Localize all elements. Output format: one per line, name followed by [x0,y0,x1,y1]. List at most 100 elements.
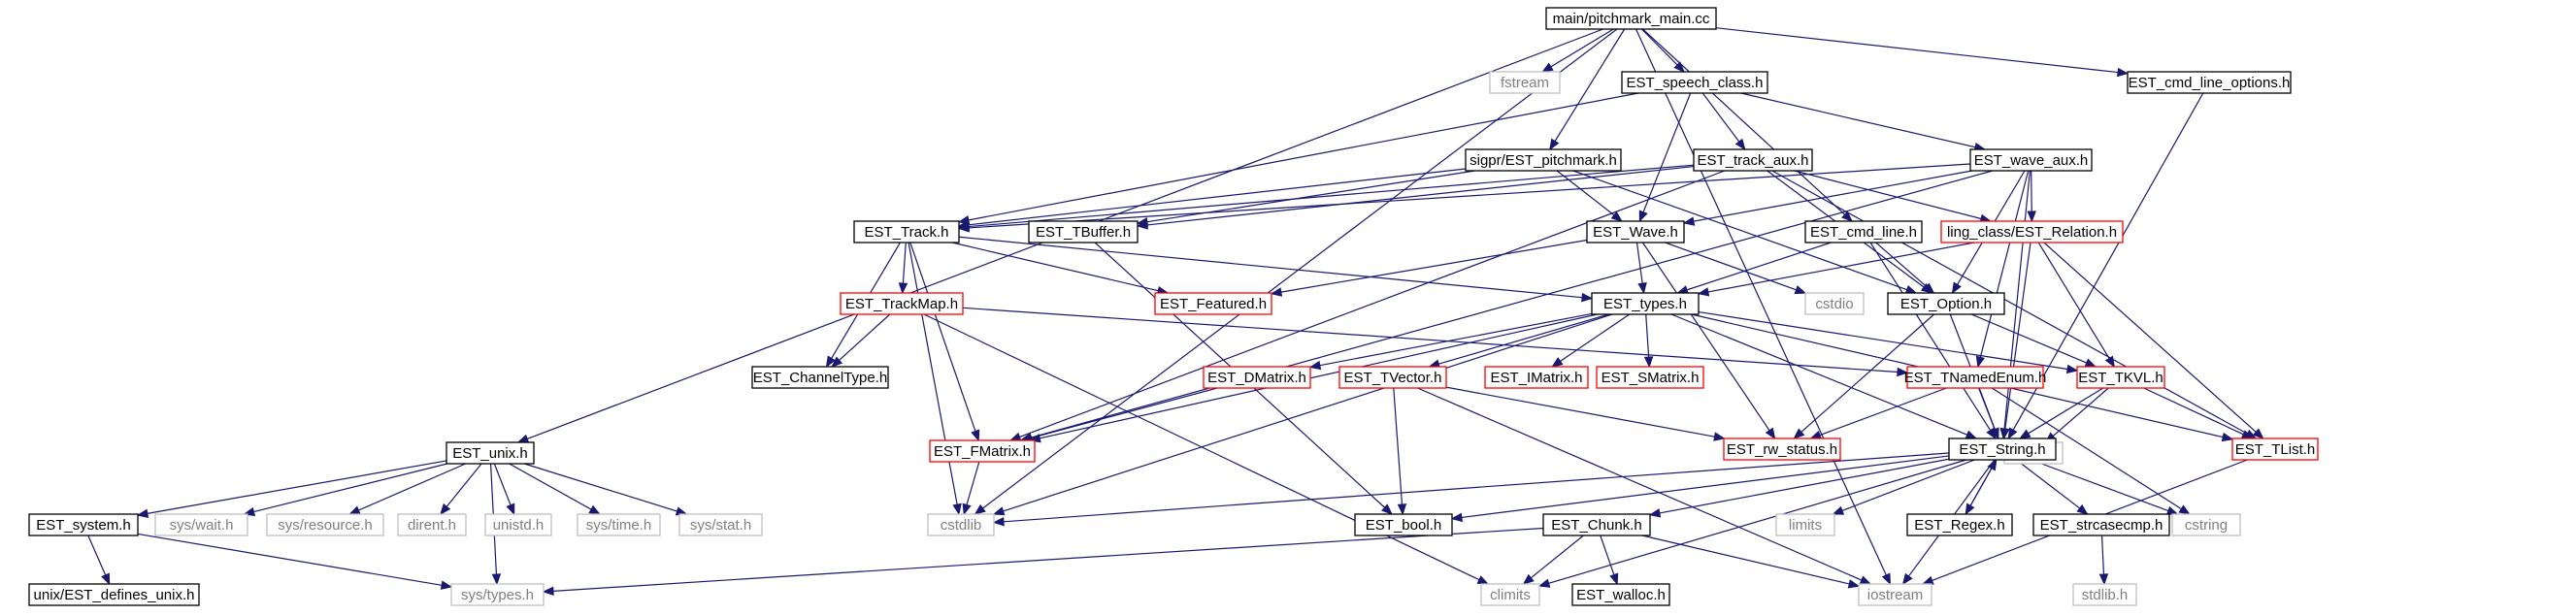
edge-sigpr_pitchmark-to-track [968,168,1467,226]
edge-chunk-to-walloc [1600,535,1615,575]
edge-track_aux-to-tbuffer [1146,165,1695,226]
edge-wave-to-featured [1280,239,1588,293]
node-system[interactable]: EST_system.h [28,513,139,536]
node-sigpr_pitchmark[interactable]: sigpr/EST_pitchmark.h [1465,148,1622,172]
edge-types-to-dmatrix [1319,312,1593,367]
node-tkvl[interactable]: EST_TKVL.h [2076,366,2165,389]
node-box [1489,71,1561,94]
node-speech_class[interactable]: EST_speech_class.h [1621,71,1768,94]
node-cstring: cstring [2171,513,2241,536]
edge-unix-to-unistd [493,463,512,505]
arrowhead-types-to-string [1965,430,1978,439]
node-option[interactable]: EST_Option.h [1887,292,2005,315]
arrowhead-tnamedenum-to-rw_status [1809,430,1823,439]
edge-types-to-imatrix [1560,313,1631,362]
node-unix_defines[interactable]: unix/EST_defines_unix.h [28,583,200,606]
node-box [853,220,960,243]
arrowhead-option-to-tkvl [2084,358,2097,368]
node-box [1484,366,1589,389]
node-unix[interactable]: EST_unix.h [446,441,535,465]
arrowhead-speech_class-to-wave [1638,210,1648,223]
node-wave_aux[interactable]: EST_wave_aux.h [1969,148,2093,172]
node-box [1693,148,1813,172]
arrowhead-wave_aux-to-option [1951,281,1962,295]
node-strcasecmp[interactable]: EST_strcasecmp.h [2032,513,2170,536]
node-cmd_line_options[interactable]: EST_cmd_line_options.h [2127,71,2292,94]
node-tlist[interactable]: EST_TList.h [2231,438,2319,461]
node-track[interactable]: EST_Track.h [853,220,960,243]
arrowhead-trackmap-to-tnamedenum [1897,367,1909,377]
node-types[interactable]: EST_types.h [1591,292,1700,315]
node-regex[interactable]: EST_Regex.h [1906,513,2013,536]
node-tnamedenum[interactable]: EST_TNamedEnum.h [1904,366,2047,389]
edge-string-to-bool [1461,455,1950,519]
node-label: EST_system.h [36,517,131,534]
node-tvector[interactable]: EST_TVector.h [1338,366,1447,389]
arrowhead-relation-to-types [1697,287,1710,297]
arrowhead-system-to-unix_defines [101,572,111,586]
node-label: sigpr/EST_pitchmark.h [1470,152,1617,169]
node-rw_status[interactable]: EST_rw_status.h [1723,438,1841,461]
edge-chunk-to-systypes [552,527,1544,592]
node-chunk[interactable]: EST_Chunk.h [1542,513,1651,536]
edge-speech_class-to-wave_aux [1740,92,1976,148]
arrowhead-wave-to-rw_status [1765,427,1776,440]
edge-wave_aux-to-relation [2031,170,2032,212]
edge-relation-to-tkvl [2037,242,2110,359]
edge-chunk-to-climits [1530,535,1584,579]
edge-types-to-smatrix [1645,313,1650,358]
node-track_aux[interactable]: EST_track_aux.h [1693,148,1813,172]
node-imatrix[interactable]: EST_IMatrix.h [1484,366,1589,389]
node-label: EST_IMatrix.h [1490,370,1582,386]
node-label: sys/wait.h [170,517,234,534]
arrowhead-string-to-strcasecmp [2076,503,2089,515]
node-relation[interactable]: ling_class/EST_Relation.h [1940,220,2124,243]
node-box [1596,366,1704,389]
arrowhead-root-to-cmd_line_options [2117,67,2130,78]
node-channeltype[interactable]: EST_ChannelType.h [751,366,889,389]
node-box [2127,71,2292,94]
arrowhead-unix-to-systypes [491,573,502,586]
node-walloc[interactable]: EST_walloc.h [1571,583,1670,606]
arrowhead-tkvl-to-string [2018,429,2031,439]
node-cmd_line[interactable]: EST_cmd_line.h [1804,220,1923,243]
node-trackmap[interactable]: EST_TrackMap.h [840,292,964,315]
arrowhead-chunk-to-systypes [542,586,554,597]
node-box [28,513,139,536]
node-featured[interactable]: EST_Featured.h [1154,292,1272,315]
node-label: EST_types.h [1603,296,1687,312]
node-string[interactable]: EST_String.h [1948,438,2057,461]
edge-track-to-cstdlib [908,242,958,505]
node-box [1586,220,1685,243]
node-label: unix/EST_defines_unix.h [34,587,195,603]
arrowhead-track-to-fmatrix [971,429,980,442]
node-root[interactable]: main/pitchmark_main.cc [1545,7,1717,30]
node-wave[interactable]: EST_Wave.h [1586,220,1685,243]
node-label: EST_TKVL.h [2078,370,2163,386]
node-label: climits [1490,587,1531,603]
node-box [446,441,535,465]
arrowhead-tlist-to-iostream [1921,575,1934,585]
arrowhead-string-to-iostream [1901,572,1913,586]
node-box [2076,366,2165,389]
arrowhead-wave_aux-to-tnamedenum [1975,355,1986,369]
arrowhead-string-to-chunk [1648,508,1662,518]
node-dmatrix[interactable]: EST_DMatrix.h [1203,366,1311,389]
arrowhead-tvector-to-iostream [1859,575,1872,585]
node-tbuffer[interactable]: EST_TBuffer.h [1028,220,1139,243]
node-box [678,513,763,536]
edge-types-to-cstdlib [1003,313,1613,512]
arrowhead-string-to-limits [1832,505,1845,515]
node-label: EST_TList.h [2235,441,2316,458]
edge-option-to-tkvl [1970,313,2087,364]
node-box [1804,220,1923,243]
node-fmatrix[interactable]: EST_FMatrix.h [929,439,1036,463]
edge-wave_aux-to-tnamedenum [1979,170,2030,358]
node-smatrix[interactable]: EST_SMatrix.h [1596,366,1704,389]
node-bool[interactable]: EST_bool.h [1354,513,1453,536]
node-box [450,583,545,606]
edge-wave_aux-to-track [968,163,1971,229]
edge-cmd_line-to-option [1875,242,1928,287]
node-label: EST_track_aux.h [1697,152,1808,169]
